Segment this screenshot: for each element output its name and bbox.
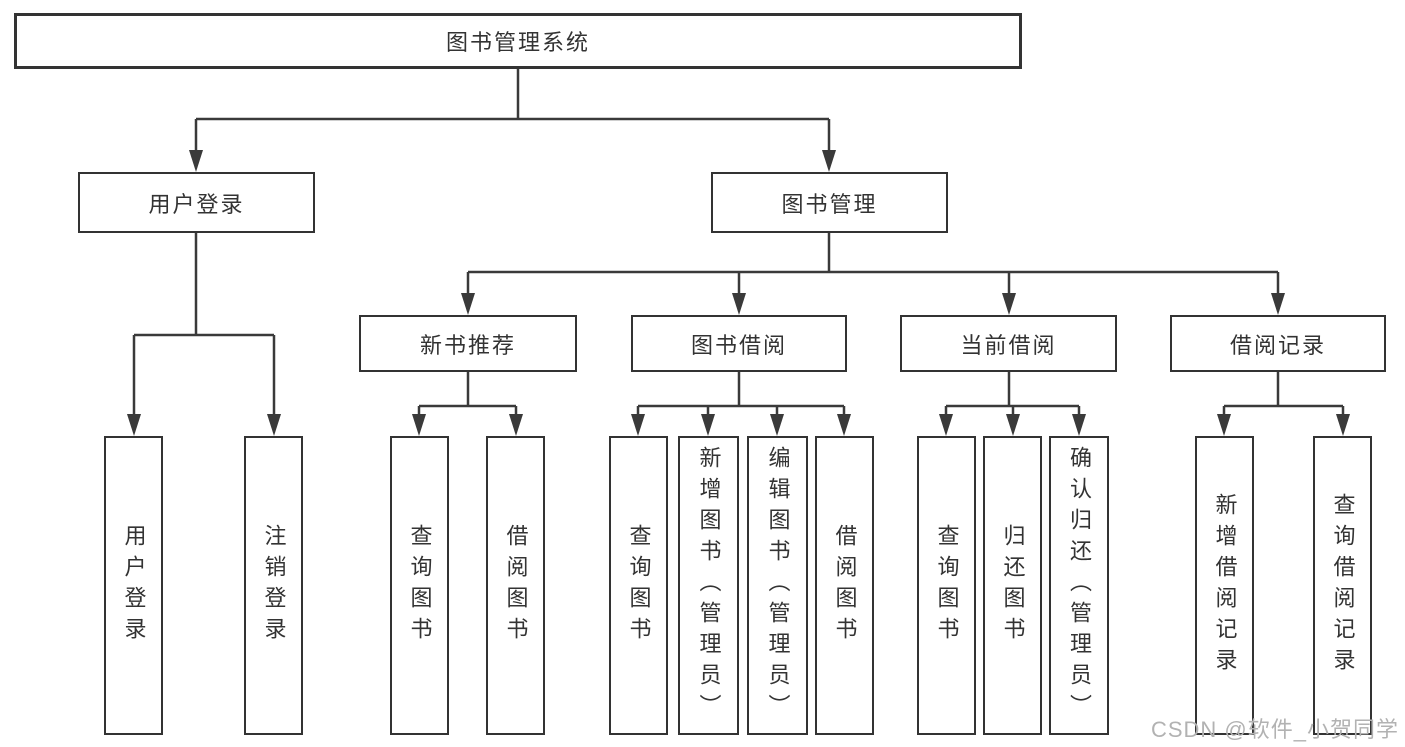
- leaf-edit-books-admin: 编辑图书（管理员）: [747, 436, 808, 735]
- node-library-management-system: 图书管理系统: [14, 13, 1022, 69]
- arrowhead-icon: [509, 414, 523, 436]
- node-label: 查询借阅记录: [1330, 492, 1356, 679]
- node-label: 用户登录: [148, 191, 245, 217]
- node-label: 查询图书: [407, 523, 433, 648]
- arrowhead-icon: [267, 414, 281, 436]
- node-label: 确认归还（管理员）: [1067, 446, 1092, 725]
- node-label: 图书借阅: [690, 332, 787, 358]
- arrowhead-icon: [1006, 414, 1020, 436]
- leaf-add-books-admin: 新增图书（管理员）: [678, 436, 739, 735]
- node-borrow-records: 借阅记录: [1170, 315, 1386, 372]
- arrowhead-icon: [1002, 293, 1016, 315]
- node-label: 用户登录: [121, 523, 147, 648]
- leaf-add-borrow-record: 新增借阅记录: [1195, 436, 1254, 735]
- node-label: 新增图书（管理员）: [696, 446, 722, 725]
- node-book-management: 图书管理: [711, 172, 948, 233]
- leaf-borrow-books: 借阅图书: [815, 436, 874, 735]
- arrowhead-icon: [939, 414, 953, 436]
- watermark: CSDN @软件_小贺同学: [1150, 717, 1399, 742]
- arrowhead-icon: [412, 414, 426, 436]
- node-user-login: 用户登录: [78, 172, 315, 233]
- arrowhead-icon: [701, 414, 715, 436]
- node-label: 当前借阅: [960, 332, 1057, 358]
- node-current-borrow: 当前借阅: [900, 315, 1117, 372]
- arrowhead-icon: [822, 150, 836, 172]
- node-label: 新增借阅记录: [1212, 492, 1238, 679]
- arrowhead-icon: [631, 414, 645, 436]
- node-label: 查询图书: [626, 523, 652, 648]
- leaf-logout: 注销登录: [244, 436, 303, 735]
- node-label: 归还图书: [1000, 523, 1026, 648]
- leaf-borrow-books-recommend: 借阅图书: [486, 436, 545, 735]
- arrowhead-icon: [461, 293, 475, 315]
- arrowhead-icon: [1072, 414, 1086, 436]
- node-label: 借阅图书: [503, 523, 529, 648]
- leaf-return-books: 归还图书: [983, 436, 1042, 735]
- leaf-query-books-current: 查询图书: [917, 436, 976, 735]
- arrowhead-icon: [1271, 293, 1285, 315]
- leaf-user-login: 用户登录: [104, 436, 163, 735]
- leaf-query-books-borrow: 查询图书: [609, 436, 668, 735]
- leaf-query-books-recommend: 查询图书: [390, 436, 449, 735]
- arrowhead-icon: [770, 414, 784, 436]
- node-new-book-recommend: 新书推荐: [359, 315, 577, 372]
- node-book-borrow: 图书借阅: [631, 315, 847, 372]
- node-label: 编辑图书（管理员）: [765, 446, 791, 725]
- node-label: 查询图书: [934, 523, 960, 648]
- node-label: 借阅记录: [1229, 332, 1326, 358]
- node-label: 借阅图书: [832, 523, 858, 648]
- arrowhead-icon: [1336, 414, 1350, 436]
- leaf-confirm-return-admin: 确认归还（管理员）: [1049, 436, 1109, 735]
- leaf-query-borrow-record: 查询借阅记录: [1313, 436, 1372, 735]
- arrowhead-icon: [189, 150, 203, 172]
- arrowhead-icon: [732, 293, 746, 315]
- node-label: 新书推荐: [419, 332, 516, 358]
- node-label: 注销登录: [261, 523, 287, 648]
- arrowhead-icon: [1217, 414, 1231, 436]
- arrowhead-icon: [127, 414, 141, 436]
- node-label: 图书管理: [781, 191, 878, 217]
- arrowhead-icon: [837, 414, 851, 436]
- node-label: 图书管理系统: [445, 30, 590, 55]
